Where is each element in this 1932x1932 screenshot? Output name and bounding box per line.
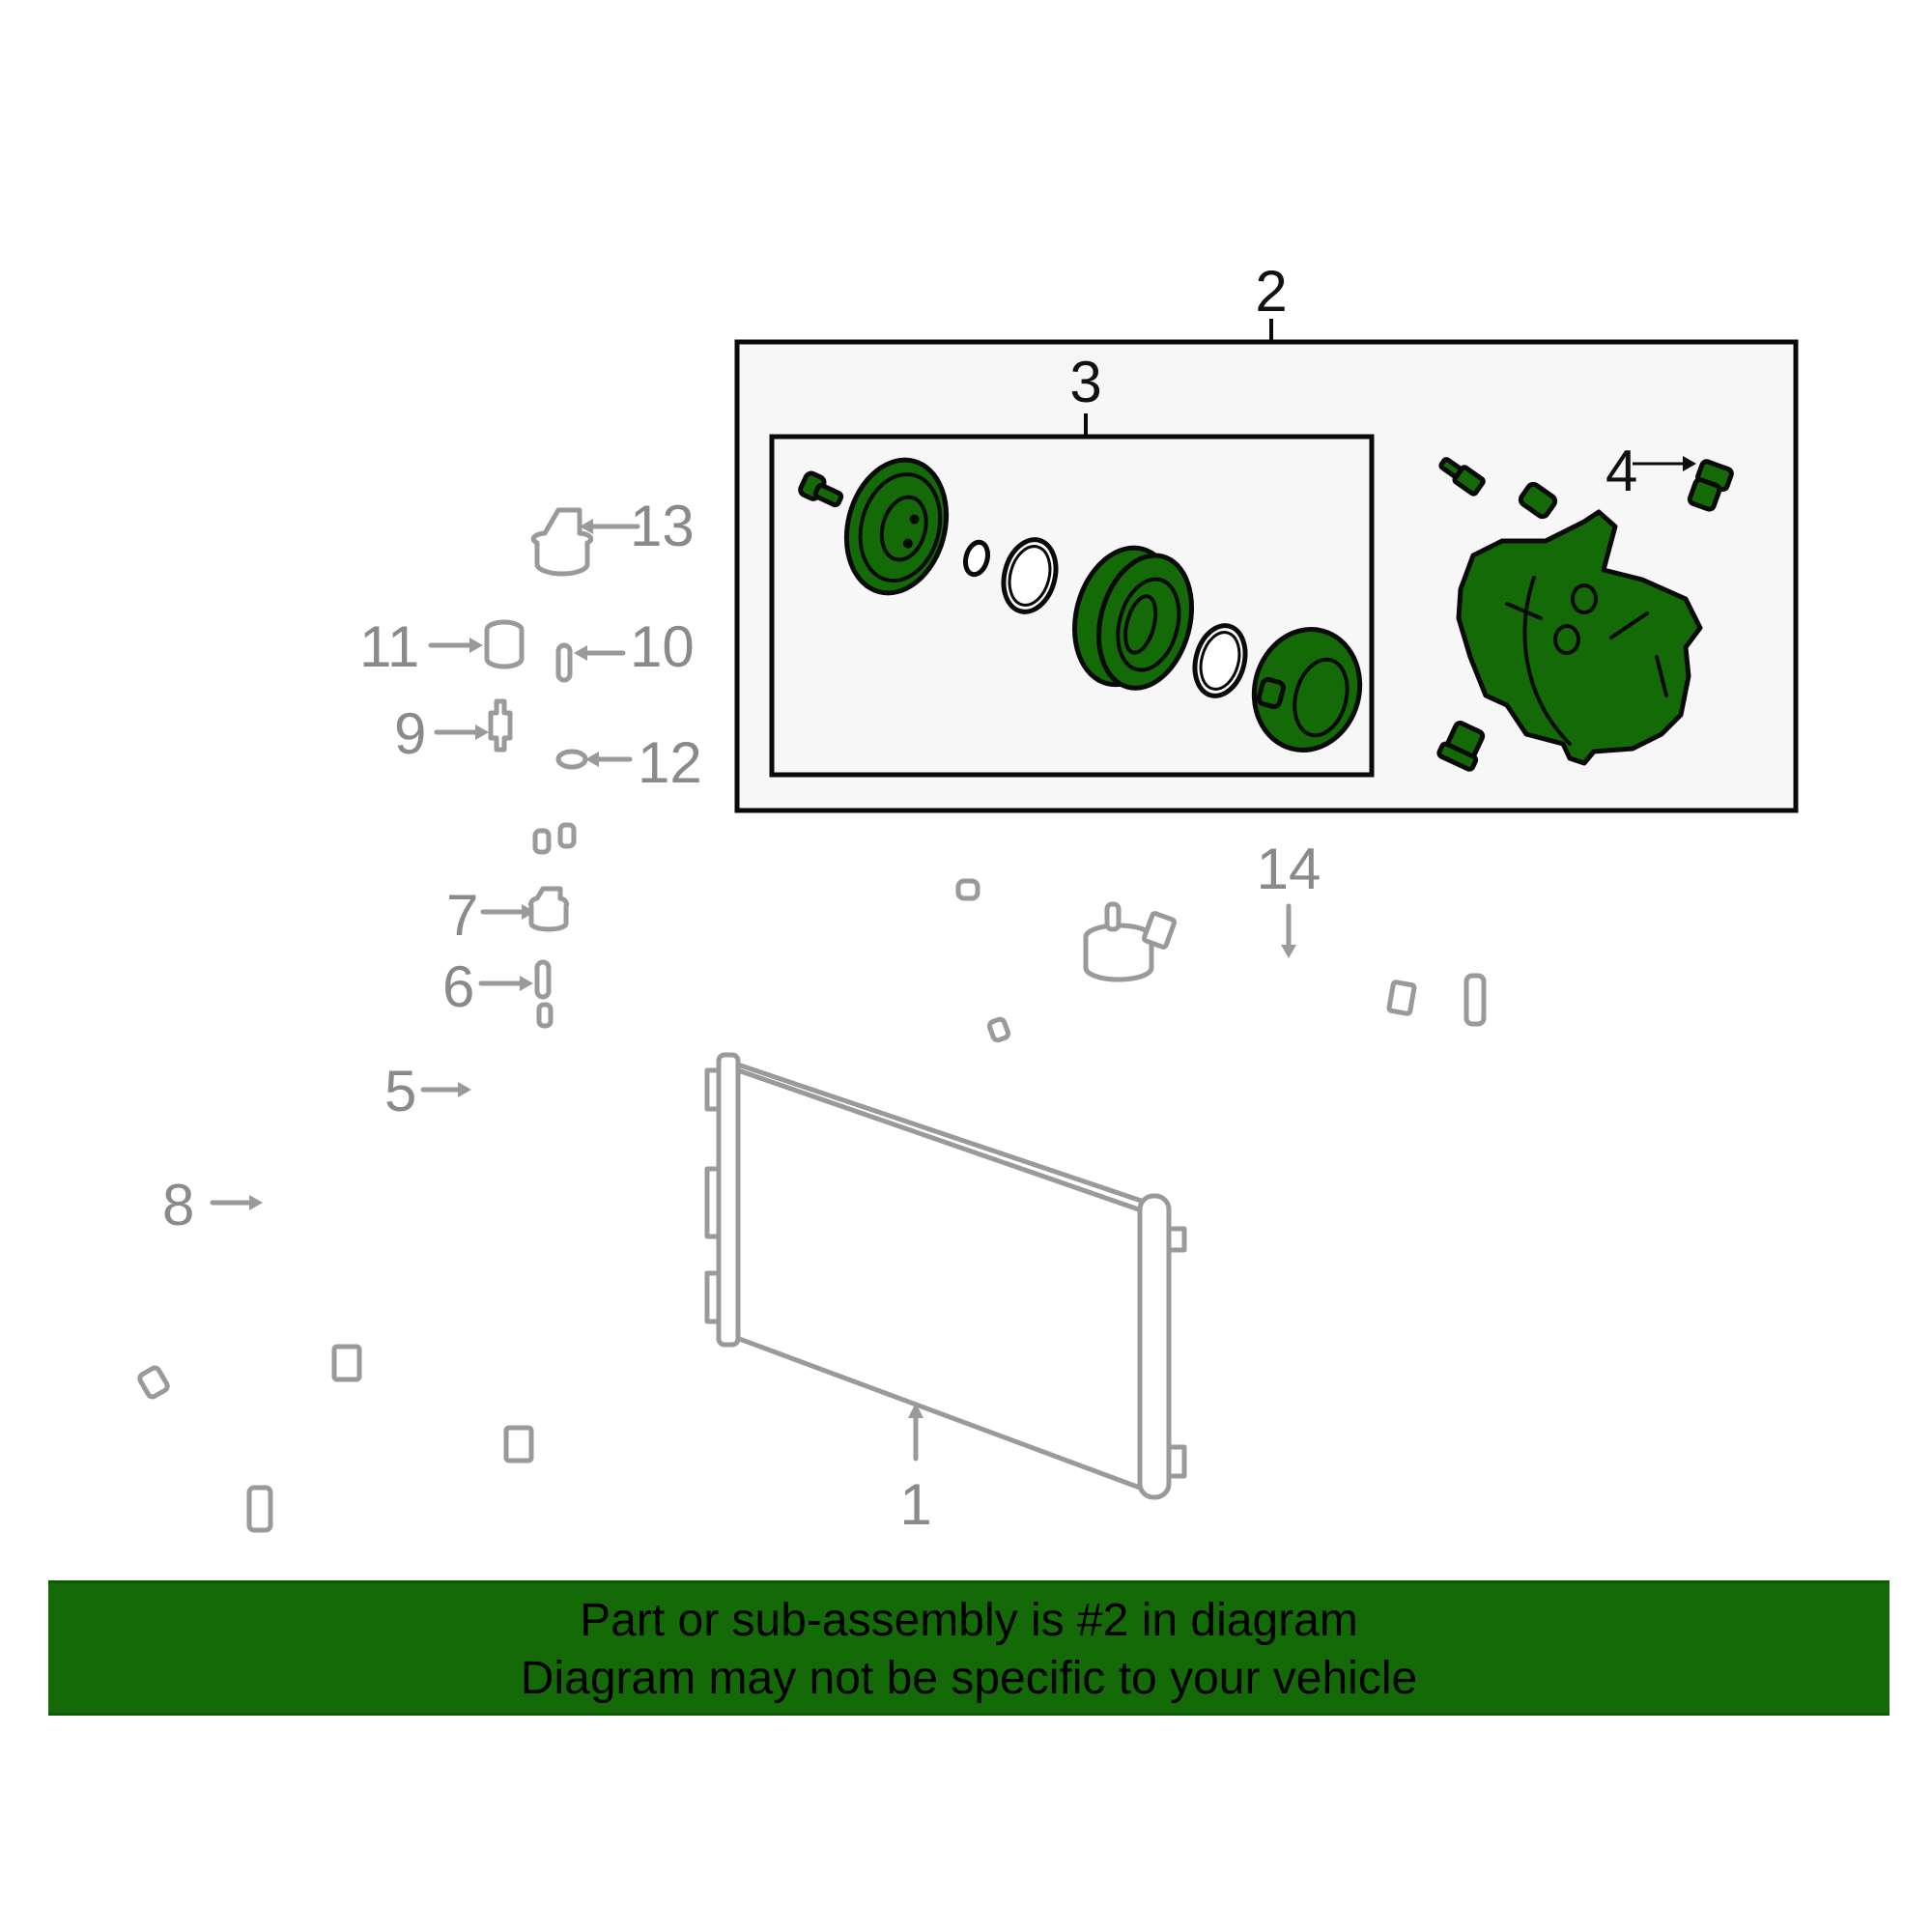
cap-13-icon xyxy=(530,507,594,577)
condenser-1[interactable] xyxy=(704,1052,1187,1500)
callout-7[interactable]: 7 xyxy=(446,883,478,948)
callout-4[interactable]: 4 xyxy=(1605,439,1637,503)
callout-5[interactable]: 5 xyxy=(384,1059,416,1123)
clutch-bolt-icon[interactable] xyxy=(798,470,845,510)
valve-core-6-icon xyxy=(534,959,552,1000)
retaining-ring-icon[interactable] xyxy=(1187,620,1252,701)
callout-10[interactable]: 10 xyxy=(630,614,695,679)
callout-9[interactable]: 9 xyxy=(394,701,426,766)
callout-1[interactable]: 1 xyxy=(899,1472,931,1537)
tube-line-8[interactable] xyxy=(137,822,1011,1400)
valve-core-10-icon xyxy=(555,642,573,683)
o-ring-12-icon xyxy=(555,749,588,770)
assembly-2-group[interactable]: 2 3 xyxy=(734,259,1799,813)
part-6-group[interactable]: 6 xyxy=(442,954,552,1019)
part-11-group[interactable]: 11 xyxy=(359,614,525,679)
part-7-group[interactable]: 7 xyxy=(446,883,569,948)
part-13-group[interactable]: 13 xyxy=(530,494,695,577)
compressor-body-icon[interactable] xyxy=(1456,509,1703,766)
snap-ring-icon[interactable] xyxy=(996,534,1064,618)
callout-4-arrow xyxy=(1633,456,1696,471)
cap-7-icon xyxy=(528,886,569,932)
callout-8[interactable]: 8 xyxy=(162,1173,194,1237)
banner-line-2: Diagram may not be specific to your vehi… xyxy=(520,1653,1418,1704)
callout-12[interactable]: 12 xyxy=(638,730,702,795)
small-seal-icon[interactable] xyxy=(962,539,991,578)
valve-9-icon xyxy=(488,698,513,753)
compressor-switch-icon[interactable] xyxy=(1518,481,1558,520)
relief-valve-icon[interactable] xyxy=(1687,459,1734,512)
cap-11-icon xyxy=(484,619,525,669)
clutch-hub-plate-icon[interactable] xyxy=(833,448,961,604)
callout-3[interactable]: 3 xyxy=(1069,350,1101,414)
part-9-group[interactable]: 9 xyxy=(394,698,513,766)
field-coil-icon[interactable] xyxy=(1241,617,1374,762)
clutch-pulley-icon[interactable] xyxy=(1060,536,1206,700)
callout-13[interactable]: 13 xyxy=(630,494,695,558)
compressor-fitting-icon[interactable] xyxy=(1436,720,1488,772)
banner-line-1: Part or sub-assembly is #2 in diagram xyxy=(580,1595,1358,1646)
callout-2[interactable]: 2 xyxy=(1255,259,1287,324)
callout-1-group[interactable]: 1 xyxy=(899,1403,932,1537)
info-banner: Part or sub-assembly is #2 in diagram Di… xyxy=(48,1580,1889,1716)
callout-14[interactable]: 14 xyxy=(1257,837,1321,901)
compressor-stud-icon[interactable] xyxy=(1437,455,1486,497)
callout-14-group[interactable]: 14 xyxy=(1257,837,1321,958)
hose-line-5[interactable] xyxy=(246,1002,592,1542)
callout-6[interactable]: 6 xyxy=(442,954,474,1019)
suction-hose-14[interactable] xyxy=(955,878,1487,1027)
part-12-group[interactable]: 12 xyxy=(555,730,702,795)
callout-11[interactable]: 11 xyxy=(359,614,419,679)
part-10-group[interactable]: 10 xyxy=(555,614,695,683)
callout-8-group[interactable]: 8 xyxy=(162,1173,263,1237)
callout-5-group[interactable]: 5 xyxy=(384,1059,471,1123)
